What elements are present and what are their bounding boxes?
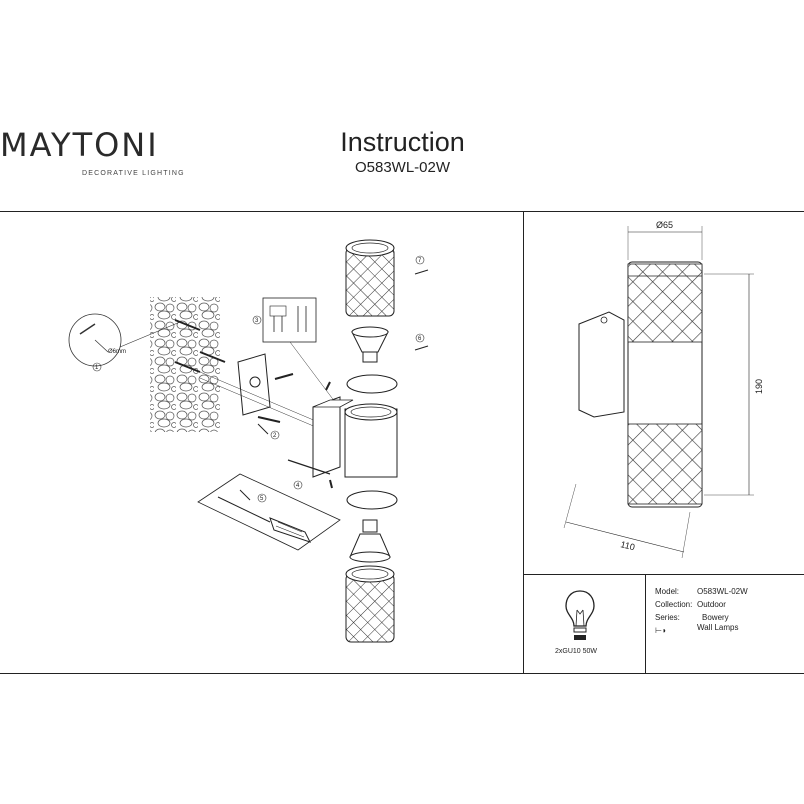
- height-label: 190: [754, 379, 764, 394]
- divider-info: [645, 574, 646, 673]
- screwdriver-panel: 5: [197, 473, 341, 551]
- wall-lamp-icon: ⊢◗: [655, 626, 667, 635]
- divider-vertical: [523, 211, 524, 673]
- instruction-frame: [0, 211, 804, 674]
- gasket-bottom: [346, 490, 398, 510]
- dimension-drawing: Ø65 190 110: [563, 220, 764, 559]
- bulb-top: [351, 326, 389, 363]
- drill-callout: Ø6mm 1: [68, 313, 181, 372]
- drill-label: Ø6mm: [108, 349, 126, 355]
- diameter-label: Ø65: [656, 220, 673, 230]
- brand-tagline: DECORATIVE LIGHTING: [82, 170, 185, 177]
- model-number: O583WL-02W: [354, 159, 451, 176]
- lamp-elevation: [627, 261, 703, 508]
- bulb-icon: [565, 590, 595, 640]
- bulb-spec: 2xGU10 50W: [555, 648, 598, 655]
- brand-name: MAYTONI: [0, 126, 159, 164]
- divider-horizontal: [523, 574, 804, 575]
- bulb-bottom: [349, 519, 391, 563]
- wall-anchors: [174, 319, 226, 373]
- wall-bracket: [578, 311, 625, 418]
- step-5-label: 5: [260, 496, 264, 502]
- shade-bottom: [345, 565, 395, 643]
- step-4-label: 4: [296, 483, 300, 489]
- installation-diagram: Ø6mm 1 2 3: [68, 239, 429, 643]
- step-1-label: 1: [95, 365, 99, 371]
- step-7-marker: 7: [414, 255, 429, 275]
- gasket-top: [346, 374, 398, 394]
- shade-top: [345, 239, 395, 317]
- lamp-body: [312, 381, 398, 478]
- document-header: Instruction O583WL-02W: [320, 127, 485, 177]
- height-dimension: 190: [704, 273, 764, 496]
- depth-dimension: 110: [563, 483, 691, 559]
- step-3-label: 3: [255, 318, 259, 324]
- page-title: Instruction: [340, 127, 465, 157]
- terminal-block: 3: [252, 297, 336, 403]
- mounting-plate: [199, 353, 331, 434]
- step-4-marker: 4: [287, 459, 333, 490]
- brand-logo: MAYTONI DECORATIVE LIGHTING: [0, 126, 185, 177]
- step-2-label: 2: [273, 433, 277, 439]
- diameter-dimension: Ø65: [627, 220, 703, 260]
- step-6-marker: 6: [414, 333, 429, 351]
- stone-wall: [150, 297, 220, 432]
- depth-label: 110: [620, 539, 636, 552]
- step-6-label: 6: [418, 336, 422, 342]
- step-2-marker: 2: [257, 423, 280, 440]
- step-7-label: 7: [418, 258, 422, 264]
